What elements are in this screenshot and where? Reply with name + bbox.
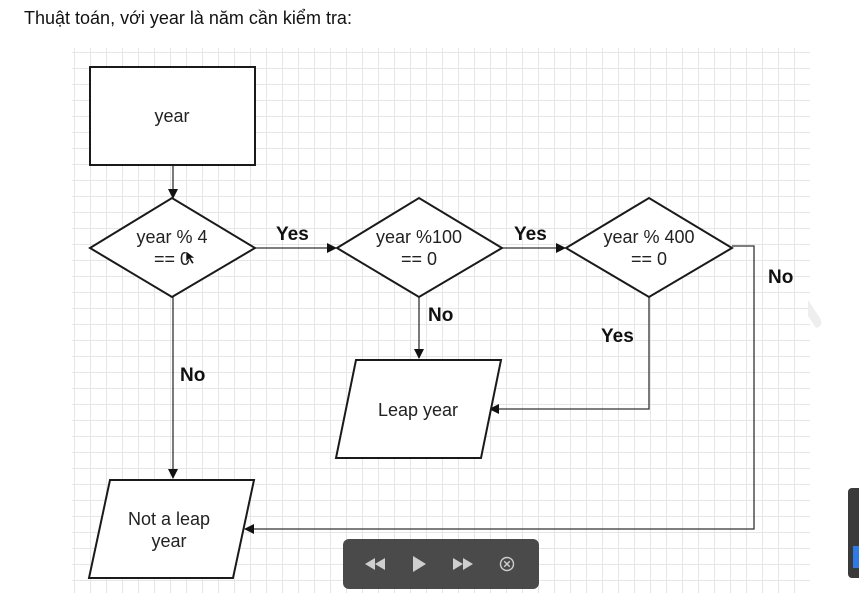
media-player-bar bbox=[343, 539, 539, 589]
node-check4-line1: year % 4 bbox=[136, 227, 207, 247]
node-notleap-line2: year bbox=[151, 531, 186, 551]
mouse-cursor-icon bbox=[185, 250, 196, 265]
edge-check400-yes bbox=[489, 297, 650, 414]
edge-check400-no bbox=[244, 245, 755, 534]
node-check-mod100: year %100 == 0 bbox=[335, 196, 504, 299]
node-input-label: year bbox=[154, 106, 189, 126]
node-check100-line1: year %100 bbox=[376, 227, 462, 247]
node-check-mod400: year % 400 == 0 bbox=[564, 196, 734, 299]
fast-forward-icon bbox=[453, 558, 473, 570]
node-check100-line2: == 0 bbox=[401, 249, 437, 269]
node-notleap-line1: Not a leap bbox=[128, 509, 210, 529]
node-leap-year: Leap year bbox=[334, 359, 503, 459]
node-check-mod4: year % 4 == 0 bbox=[88, 196, 257, 299]
node-not-leap-year: Not a leap year bbox=[87, 479, 256, 579]
node-check4-line2: == 0 bbox=[154, 249, 190, 269]
close-player-button[interactable] bbox=[491, 548, 523, 580]
edge-label-check400-yes: Yes bbox=[601, 326, 634, 347]
page-heading: Thuật toán, với year là năm cần kiểm tra… bbox=[24, 8, 352, 28]
edge-label-check100-yes: Yes bbox=[514, 224, 547, 245]
rewind-icon bbox=[365, 558, 385, 570]
node-check400-line1: year % 400 bbox=[603, 227, 694, 247]
edge-label-check4-yes: Yes bbox=[276, 224, 309, 245]
rewind-button[interactable] bbox=[359, 548, 391, 580]
fast-forward-button[interactable] bbox=[447, 548, 479, 580]
node-check400-line2: == 0 bbox=[631, 249, 667, 269]
watermark-shape bbox=[808, 300, 822, 328]
close-icon bbox=[499, 556, 515, 572]
node-input-year: year bbox=[89, 66, 256, 166]
play-button[interactable] bbox=[403, 548, 435, 580]
edge-label-check100-no: No bbox=[428, 305, 453, 326]
edge-label-check4-no: No bbox=[180, 365, 205, 386]
edge-label-check400-no: No bbox=[768, 267, 793, 288]
node-leap-label: Leap year bbox=[378, 400, 458, 420]
play-icon bbox=[413, 556, 426, 572]
side-window-accent bbox=[853, 546, 859, 568]
side-window-edge bbox=[848, 488, 859, 578]
